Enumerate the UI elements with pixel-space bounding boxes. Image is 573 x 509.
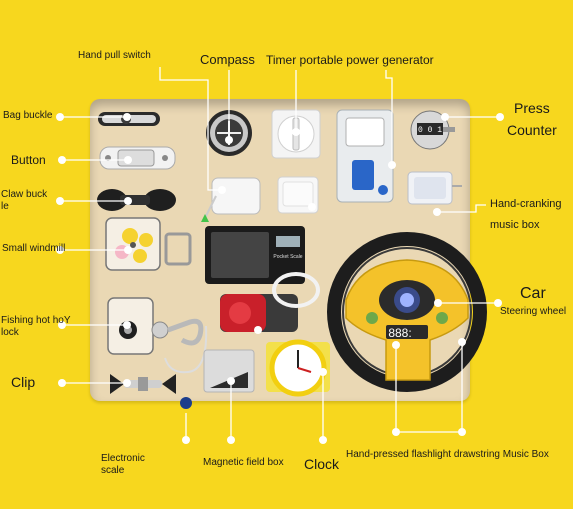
flashlight-icon (220, 294, 298, 332)
label-press: Press (514, 100, 550, 116)
hook-lock-icon (107, 297, 208, 374)
label-bag-buckle: Bag buckle (3, 110, 53, 121)
car-display: 888: (388, 326, 411, 340)
leader-hand-pull (159, 67, 222, 191)
counter-digits: 0 0 1 (418, 126, 442, 135)
label-music-box: music box (490, 219, 540, 231)
music-box-icon (407, 171, 462, 205)
label-timer-generator: Timer portable power generator (266, 53, 434, 67)
label-steering-wheel: Steering wheel (500, 306, 567, 317)
clip-icon (110, 374, 176, 394)
claw-buckle-icon (97, 189, 176, 211)
label-fishing-1: Fishing hot hoY (1, 315, 71, 326)
label-button: Button (11, 153, 46, 167)
label-compass: Compass (200, 52, 255, 67)
pull-switch-icon (201, 177, 261, 222)
electronic-scale-icon: Pocket Scale (205, 226, 305, 284)
generator-icon (336, 109, 394, 203)
label-clock: Clock (304, 456, 340, 472)
label-claw-buckle-1: Claw buck (1, 189, 48, 200)
drawstring-ring-icon (272, 272, 320, 308)
label-magnetic-field-box: Magnetic field box (203, 457, 284, 468)
steering-wheel-icon: 888: (327, 232, 487, 392)
magnetic-box-icon (203, 349, 255, 393)
clock-icon (266, 339, 330, 397)
label-scale: scale (101, 465, 125, 476)
label-electronic: Electronic (101, 453, 145, 464)
label-flashlight-music-box: Hand-pressed flashlight drawstring Music… (346, 449, 549, 460)
button-latch-icon (99, 146, 176, 170)
label-small-windmill: Small windmill (2, 243, 66, 254)
label-hand-pull-switch: Hand pull switch (78, 50, 151, 61)
leader-generator (385, 70, 393, 165)
magnet-ball-icon (180, 397, 192, 409)
label-car: Car (520, 285, 546, 302)
label-counter: Counter (507, 122, 557, 138)
press-counter-icon: 0 0 1 (410, 110, 455, 150)
windmill-icon (105, 217, 192, 271)
label-fishing-2: lock (1, 327, 19, 338)
label-hand-cranking: Hand-cranking (490, 198, 562, 210)
label-clip: Clip (11, 374, 36, 390)
label-claw-buckle-2: le (1, 201, 9, 212)
leader-dots (56, 113, 504, 444)
leader-music-box (437, 204, 486, 213)
scale-brand: Pocket Scale (273, 254, 302, 260)
press-light-icon (277, 176, 319, 214)
